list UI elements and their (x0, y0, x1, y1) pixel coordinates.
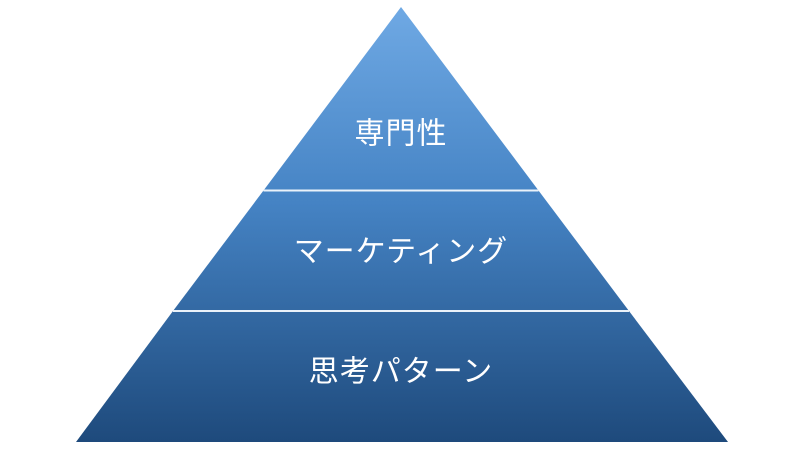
pyramid-level-middle-shape (173, 190, 629, 311)
pyramid-level-middle-label: マーケティング (294, 236, 509, 269)
pyramid-level-top-label: 専門性 (355, 118, 448, 151)
pyramid-level-bottom-shape (76, 311, 728, 442)
pyramid-level-bottom-label: 思考パターン (309, 356, 494, 389)
pyramid-level-top-shape (263, 7, 539, 191)
